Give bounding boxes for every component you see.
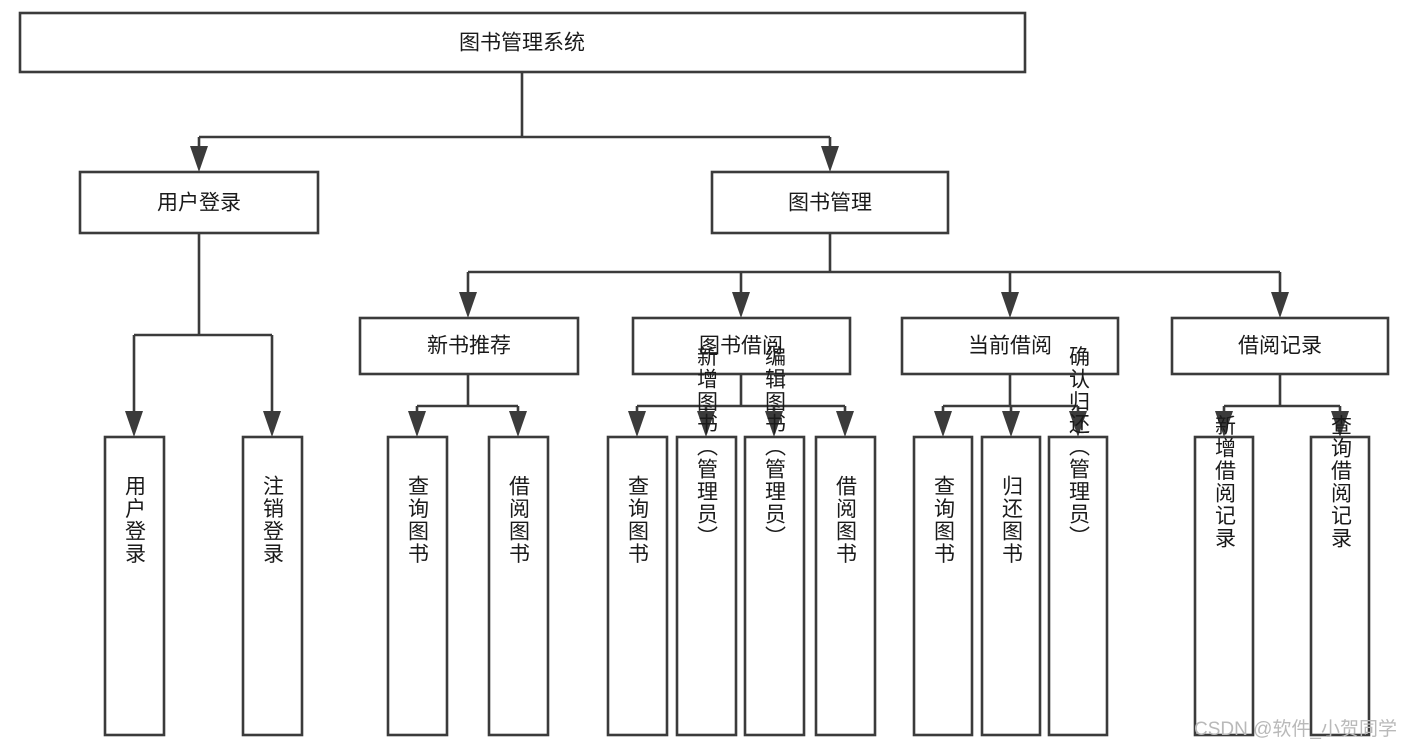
- leaf-user-login-1[interactable]: 注销登录: [241, 435, 304, 737]
- leaf-box[interactable]: [103, 435, 166, 737]
- arrow-head: [1002, 411, 1020, 437]
- leaf-box[interactable]: [912, 435, 974, 737]
- leaf-current-borrow-2[interactable]: 确认归还（管理员）: [1047, 346, 1109, 737]
- leaf-label: 新增图书（管理员）: [695, 346, 719, 549]
- arrow-head: [1331, 411, 1349, 437]
- leaf-label: 编辑图书（管理员）: [763, 346, 787, 549]
- leaf-label: 借阅图书: [834, 475, 858, 565]
- csdn-watermark: CSDN @软件_小贺同学: [1194, 719, 1397, 740]
- leaf-box[interactable]: [1193, 435, 1255, 737]
- leaf-new-book-rec-0[interactable]: 查询图书: [386, 435, 449, 737]
- leaf-box[interactable]: [980, 435, 1042, 737]
- leaf-current-borrow-1[interactable]: 归还图书: [980, 435, 1042, 737]
- node-user-login-label: 用户登录: [157, 192, 241, 215]
- node-current-borrow-label: 当前借阅: [968, 335, 1052, 358]
- arrow-head: [821, 146, 839, 172]
- leaf-label: 查询图书: [406, 475, 430, 565]
- leaf-book-borrow-2[interactable]: 编辑图书（管理员）: [743, 346, 806, 737]
- leaf-box[interactable]: [386, 435, 449, 737]
- leaf-box[interactable]: [1309, 435, 1371, 737]
- leaf-current-borrow-0[interactable]: 查询图书: [912, 435, 974, 737]
- arrow-head: [125, 411, 143, 437]
- connector-borrowrecord-to-leaves: [1215, 374, 1349, 437]
- arrow-head: [765, 411, 783, 437]
- node-book-manage[interactable]: 图书管理: [710, 170, 950, 235]
- leaf-book-borrow-0[interactable]: 查询图书: [606, 435, 669, 737]
- arrow-head: [459, 292, 477, 318]
- node-borrow-record[interactable]: 借阅记录: [1170, 316, 1390, 376]
- node-user-login[interactable]: 用户登录: [78, 170, 320, 235]
- arrow-head: [263, 411, 281, 437]
- node-current-borrow-box[interactable]: [900, 316, 1120, 376]
- node-root-box[interactable]: [18, 11, 1027, 74]
- leaf-label: 确认归还（管理员）: [1067, 346, 1091, 549]
- arrow-head: [408, 411, 426, 437]
- connector-bookborrow-to-leaves: [628, 374, 854, 437]
- arrow-head: [1271, 292, 1289, 318]
- leaf-label: 注销登录: [261, 475, 285, 565]
- leaf-book-borrow-1[interactable]: 新增图书（管理员）: [675, 346, 738, 737]
- arrow-head: [509, 411, 527, 437]
- leaf-borrow-record-1[interactable]: 查询借阅记录: [1309, 415, 1371, 737]
- node-user-login-box[interactable]: [78, 170, 320, 235]
- node-book-borrow-box[interactable]: [631, 316, 852, 376]
- node-book-borrow[interactable]: 图书借阅: [631, 316, 852, 376]
- leaf-box[interactable]: [675, 435, 738, 737]
- arrow-head: [836, 411, 854, 437]
- node-new-book-rec-box[interactable]: [358, 316, 580, 376]
- leaf-label: 新增借阅记录: [1213, 415, 1237, 550]
- arrow-head: [190, 146, 208, 172]
- connector-userlogin-to-leaves: [125, 233, 281, 437]
- leaf-book-borrow-3[interactable]: 借阅图书: [814, 435, 877, 737]
- node-new-book-rec[interactable]: 新书推荐: [358, 316, 580, 376]
- connector-root-to-level2: [190, 72, 839, 172]
- arrow-head: [628, 411, 646, 437]
- leaf-box[interactable]: [1047, 435, 1109, 737]
- leaf-box[interactable]: [487, 435, 550, 737]
- node-borrow-record-label: 借阅记录: [1238, 335, 1322, 358]
- leaf-box[interactable]: [743, 435, 806, 737]
- arrow-head: [697, 411, 715, 437]
- connector-currentborrow-to-leaves: [934, 374, 1087, 437]
- leaf-box[interactable]: [606, 435, 669, 737]
- leaf-borrow-record-0[interactable]: 新增借阅记录: [1193, 415, 1255, 737]
- leaf-box[interactable]: [814, 435, 877, 737]
- node-book-manage-label: 图书管理: [788, 192, 872, 215]
- node-root-label: 图书管理系统: [459, 32, 585, 55]
- leaf-user-login-0[interactable]: 用户登录: [103, 435, 166, 737]
- node-borrow-record-box[interactable]: [1170, 316, 1390, 376]
- arrow-head: [934, 411, 952, 437]
- leaf-label: 借阅图书: [507, 475, 531, 565]
- connector-newbookrec-to-leaves: [408, 374, 527, 437]
- leaf-new-book-rec-1[interactable]: 借阅图书: [487, 435, 550, 737]
- node-new-book-rec-label: 新书推荐: [427, 335, 511, 358]
- node-book-manage-box[interactable]: [710, 170, 950, 235]
- leaf-label: 归还图书: [1000, 475, 1024, 565]
- connector-bookmanage-to-level3: [459, 233, 1289, 318]
- arrow-head: [1215, 411, 1233, 437]
- node-root[interactable]: 图书管理系统: [18, 11, 1027, 74]
- arrow-head: [732, 292, 750, 318]
- arrow-head: [1069, 411, 1087, 437]
- leaf-label: 查询图书: [626, 475, 650, 565]
- node-book-borrow-label: 图书借阅: [699, 335, 783, 358]
- node-current-borrow[interactable]: 当前借阅: [900, 316, 1120, 376]
- arrow-head: [1001, 292, 1019, 318]
- leaf-label: 用户登录: [123, 475, 147, 565]
- leaf-label: 查询借阅记录: [1329, 415, 1353, 550]
- leaf-label: 查询图书: [932, 475, 956, 565]
- leaf-box[interactable]: [241, 435, 304, 737]
